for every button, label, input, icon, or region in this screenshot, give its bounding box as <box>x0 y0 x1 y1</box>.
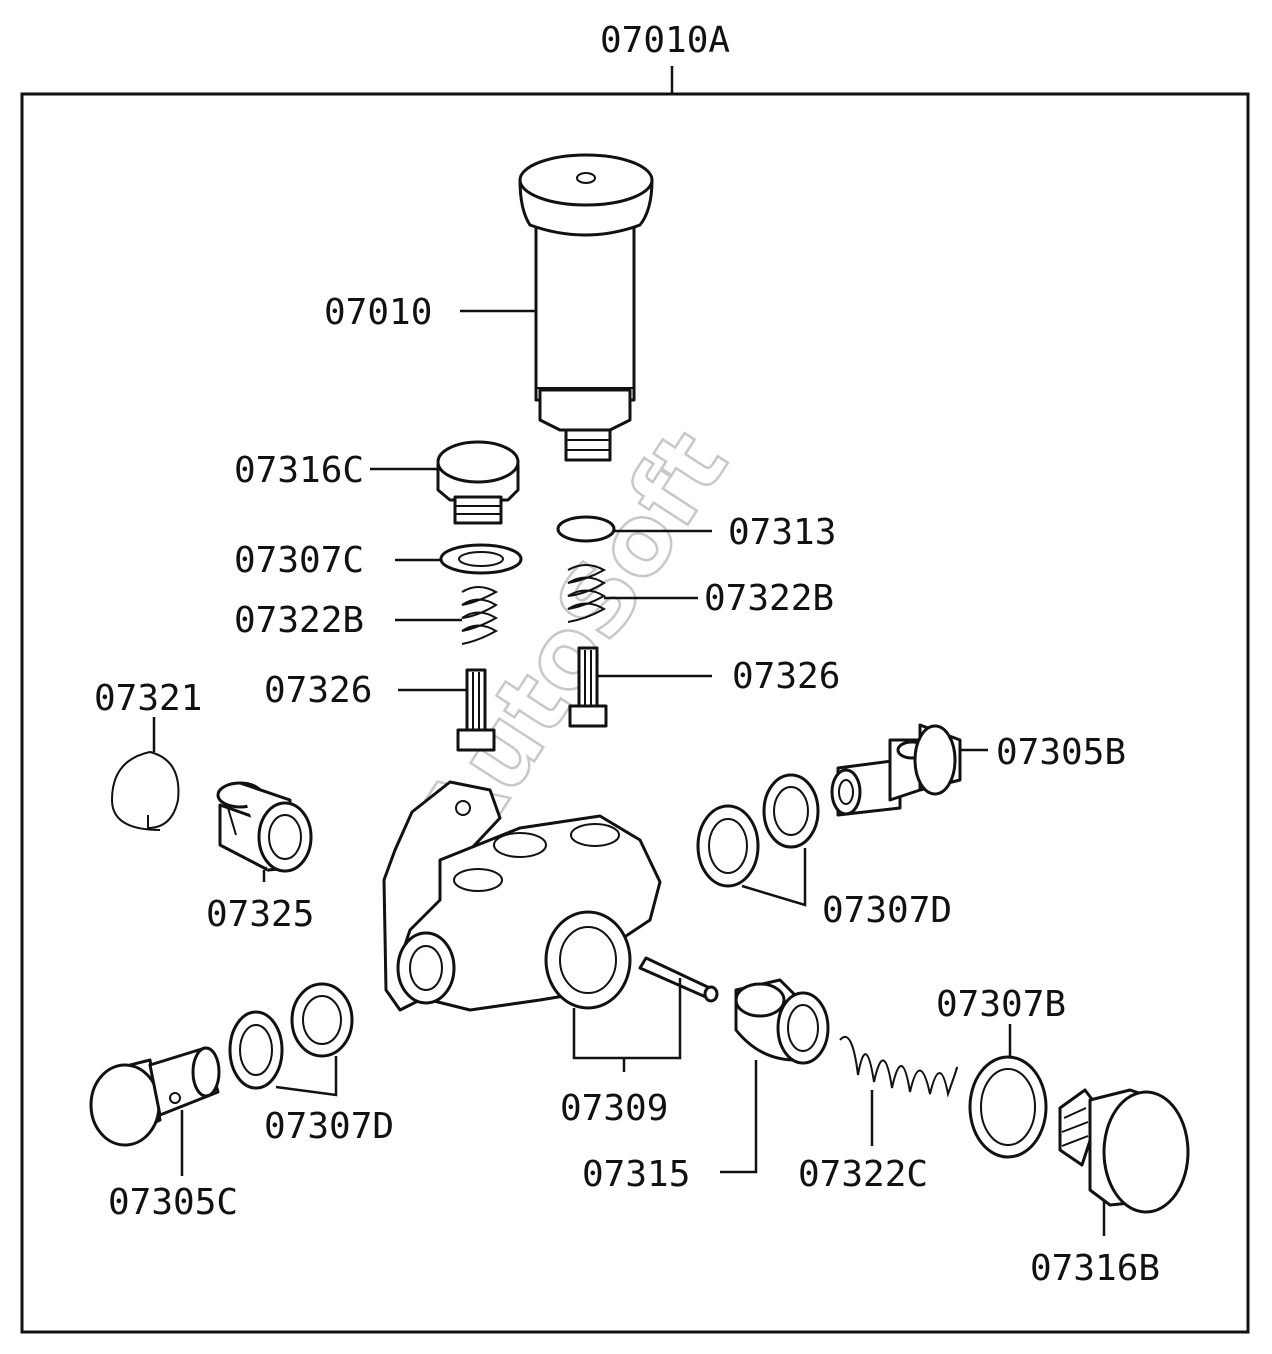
gaskets-left-part[interactable] <box>228 982 354 1090</box>
label-assembly: 07010A <box>600 20 730 61</box>
label-snap-ring: 07321 <box>94 678 202 719</box>
plug-bottom-part[interactable] <box>1058 1088 1190 1214</box>
label-gaskets-right: 07307D <box>822 890 952 931</box>
eye-bolt-right-part[interactable] <box>830 723 962 817</box>
label-plug-top: 07316C <box>234 450 364 491</box>
valve-left-part[interactable] <box>456 668 496 752</box>
leader-lines <box>152 309 1106 1236</box>
label-eye-bolt-left: 07305C <box>108 1182 238 1223</box>
valve-right-part[interactable] <box>568 646 608 728</box>
snap-ring-part[interactable] <box>110 750 180 831</box>
gasket-bottom-part[interactable] <box>968 1055 1048 1159</box>
label-piston: 07315 <box>582 1154 690 1195</box>
label-spring-bottom: 07322C <box>798 1154 928 1195</box>
piston-part[interactable] <box>734 978 830 1065</box>
label-priming-pump: 07010 <box>324 292 432 333</box>
label-gasket-bottom: 07307B <box>936 984 1066 1025</box>
label-ring-07313: 07313 <box>728 512 836 553</box>
priming-pump-part[interactable] <box>518 153 654 462</box>
label-valve-left: 07326 <box>264 670 372 711</box>
gaskets-right-part[interactable] <box>696 773 820 888</box>
spring-right-part[interactable] <box>567 564 607 623</box>
label-gasket-top: 07307C <box>234 540 364 581</box>
label-spring-left: 07322B <box>234 600 364 641</box>
spring-bottom-part[interactable] <box>839 1035 958 1098</box>
label-plug-bottom: 07316B <box>1030 1248 1160 1289</box>
spring-left-part[interactable] <box>461 586 499 645</box>
label-eye-bolt-right: 07305B <box>996 732 1126 773</box>
label-gaskets-left: 07307D <box>264 1106 394 1147</box>
label-strainer: 07325 <box>206 894 314 935</box>
label-valve-right: 07326 <box>732 656 840 697</box>
gasket-top-part[interactable] <box>439 543 523 575</box>
pump-body-part[interactable] <box>382 780 662 1012</box>
pin-part[interactable] <box>638 956 719 1003</box>
ring-07313-part[interactable] <box>556 515 616 543</box>
label-spring-right: 07322B <box>704 578 834 619</box>
plug-top-part[interactable] <box>436 440 520 525</box>
strainer-part[interactable] <box>216 781 313 873</box>
eye-bolt-left-part[interactable] <box>89 1046 221 1147</box>
diagram-frame <box>20 92 1250 1334</box>
label-body: 07309 <box>560 1088 668 1129</box>
